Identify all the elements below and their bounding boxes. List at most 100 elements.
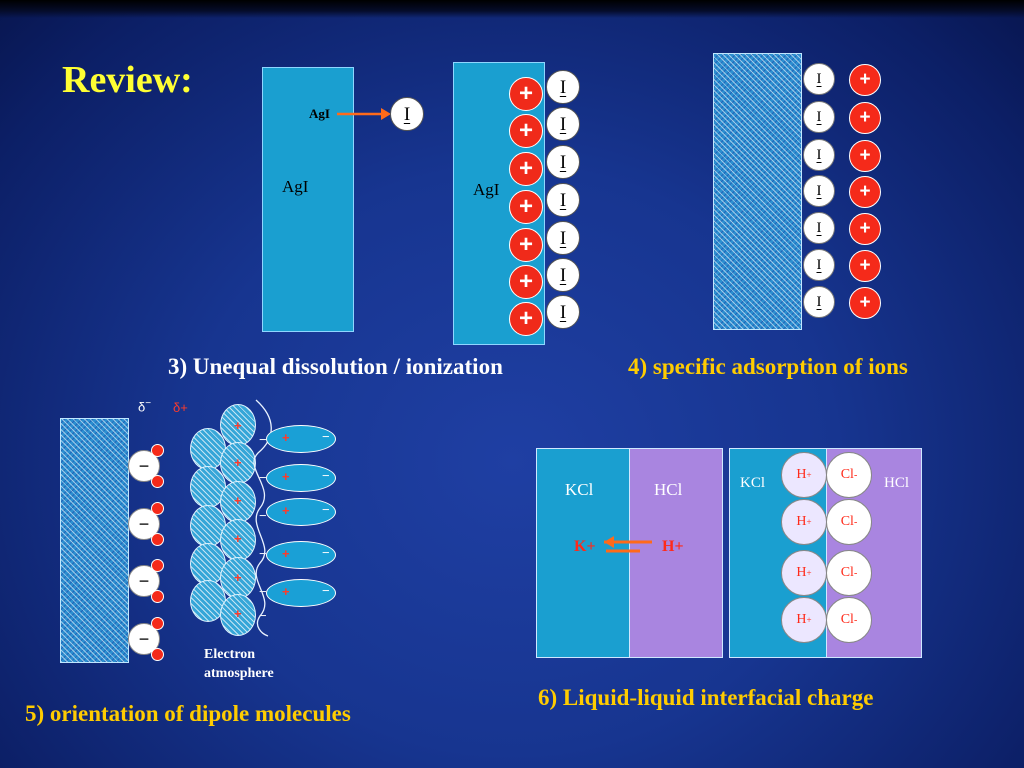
chloride-ion: Cl-	[826, 499, 872, 545]
plus-ion: +	[509, 190, 543, 224]
plus-ion: +	[509, 265, 543, 299]
ellipse-minus: −	[322, 545, 330, 560]
counter-cation: +	[849, 287, 881, 319]
ellipse-minus: −	[322, 502, 330, 517]
delta-minus-label: δ−	[138, 398, 152, 415]
dipole-positive-end	[151, 590, 164, 603]
adsorbed-iodide-ion: I	[803, 101, 835, 133]
ellipse-minus: −	[322, 468, 330, 483]
iodide-ion: I	[546, 70, 580, 104]
dipole-positive-end	[151, 617, 164, 630]
chloride-ion: Cl-	[826, 452, 872, 498]
counter-cation: +	[849, 102, 881, 134]
counter-cation: +	[849, 140, 881, 172]
ellipse-plus: +	[282, 469, 290, 484]
delta-minus-sign: −	[259, 546, 267, 561]
delta-minus-sign: −	[259, 584, 267, 599]
oriented-dipole	[266, 498, 336, 526]
counter-cation: +	[849, 176, 881, 208]
iodide-ion: I	[546, 107, 580, 141]
delta-plus-sign: +	[234, 531, 242, 546]
ellipse-plus: +	[282, 584, 290, 599]
solid-surface-dipole	[60, 418, 129, 663]
hydrogen-ion: H+	[781, 452, 827, 498]
dipole-positive-end	[151, 502, 164, 515]
counter-cation: +	[849, 64, 881, 96]
delta-plus-sign: +	[234, 570, 242, 585]
kcl-label-left: KCl	[565, 480, 594, 499]
dipole-positive-end	[151, 648, 164, 661]
electron-sphere	[220, 557, 256, 599]
delta-plus-sign: +	[234, 418, 242, 433]
plus-ion: +	[509, 152, 543, 186]
hydrogen-ion: H+	[781, 550, 827, 596]
iodide-ion: I	[546, 295, 580, 329]
oriented-dipole	[266, 541, 336, 569]
hcl-phase-left	[629, 448, 723, 658]
adsorbed-iodide-ion: I	[803, 212, 835, 244]
plus-ion: +	[509, 228, 543, 262]
electron-sphere	[190, 428, 226, 470]
electron-sphere	[220, 519, 256, 561]
dipole-negative-end: −	[128, 508, 160, 540]
adsorbed-iodide-ion: I	[803, 175, 835, 207]
agi-label-right: AgI	[473, 180, 500, 199]
iodide-ion: I	[546, 221, 580, 255]
oriented-dipole	[266, 425, 336, 453]
electron-sphere	[220, 594, 256, 636]
chloride-ion: Cl-	[826, 550, 872, 596]
delta-plus-sign: +	[234, 606, 242, 621]
electron-sphere	[220, 404, 256, 446]
dipole-positive-end	[151, 444, 164, 457]
ellipse-plus: +	[282, 430, 290, 445]
dipole-positive-end	[151, 475, 164, 488]
iodide-ion: I	[546, 258, 580, 292]
delta-plus-sign: +	[234, 455, 242, 470]
agi-label-left: AgI	[282, 177, 309, 196]
iodide-ion-released: I	[390, 97, 424, 131]
plus-ion: +	[509, 302, 543, 336]
top-band	[0, 0, 1024, 18]
delta-plus-sign: +	[234, 493, 242, 508]
counter-cation: +	[849, 250, 881, 282]
solid-surface-adsorption	[713, 53, 802, 330]
adsorbed-iodide-ion: I	[803, 63, 835, 95]
hcl-label-left: HCl	[654, 480, 683, 499]
ion-diffusion-arrows	[604, 536, 652, 553]
iodide-ion: I	[546, 183, 580, 217]
hcl-label-right: HCl	[884, 475, 910, 491]
iodide-ion: I	[546, 145, 580, 179]
page-title: Review:	[62, 59, 193, 101]
hydrogen-ion: H+	[781, 499, 827, 545]
chloride-ion: Cl-	[826, 597, 872, 643]
oriented-dipole	[266, 464, 336, 492]
ellipse-minus: −	[322, 583, 330, 598]
adsorbed-iodide-ion: I	[803, 139, 835, 171]
electron-sphere	[220, 481, 256, 523]
caption-unequal-dissolution: 3) Unequal dissolution / ionization	[168, 354, 503, 379]
caption-specific-adsorption: 4) specific adsorption of ions	[628, 354, 908, 379]
ellipse-minus: −	[322, 429, 330, 444]
delta-plus-label: δ+	[173, 400, 188, 415]
kcl-label-right: KCl	[740, 475, 766, 491]
oriented-dipole	[266, 579, 336, 607]
delta-minus-sign: −	[259, 608, 267, 623]
delta-minus-sign: −	[259, 508, 267, 523]
h-ion-label: H+	[662, 538, 684, 555]
electron-sphere	[220, 442, 256, 484]
ellipse-plus: +	[282, 503, 290, 518]
electron-atmosphere-wave	[253, 399, 272, 637]
delta-minus-sign: −	[259, 432, 267, 447]
caption-dipole-orientation: 5) orientation of dipole molecules	[25, 701, 351, 726]
plus-ion: +	[509, 114, 543, 148]
counter-cation: +	[849, 213, 881, 245]
dipole-positive-end	[151, 559, 164, 572]
k-ion-label: K+	[574, 538, 596, 555]
adsorbed-iodide-ion: I	[803, 249, 835, 281]
dipole-positive-end	[151, 533, 164, 546]
hydrogen-ion: H+	[781, 597, 827, 643]
electron-atmosphere-label: Electron atmosphere	[204, 647, 274, 681]
agi-crystal-left	[262, 67, 354, 332]
adsorbed-iodide-ion: I	[803, 286, 835, 318]
plus-ion: +	[509, 77, 543, 111]
